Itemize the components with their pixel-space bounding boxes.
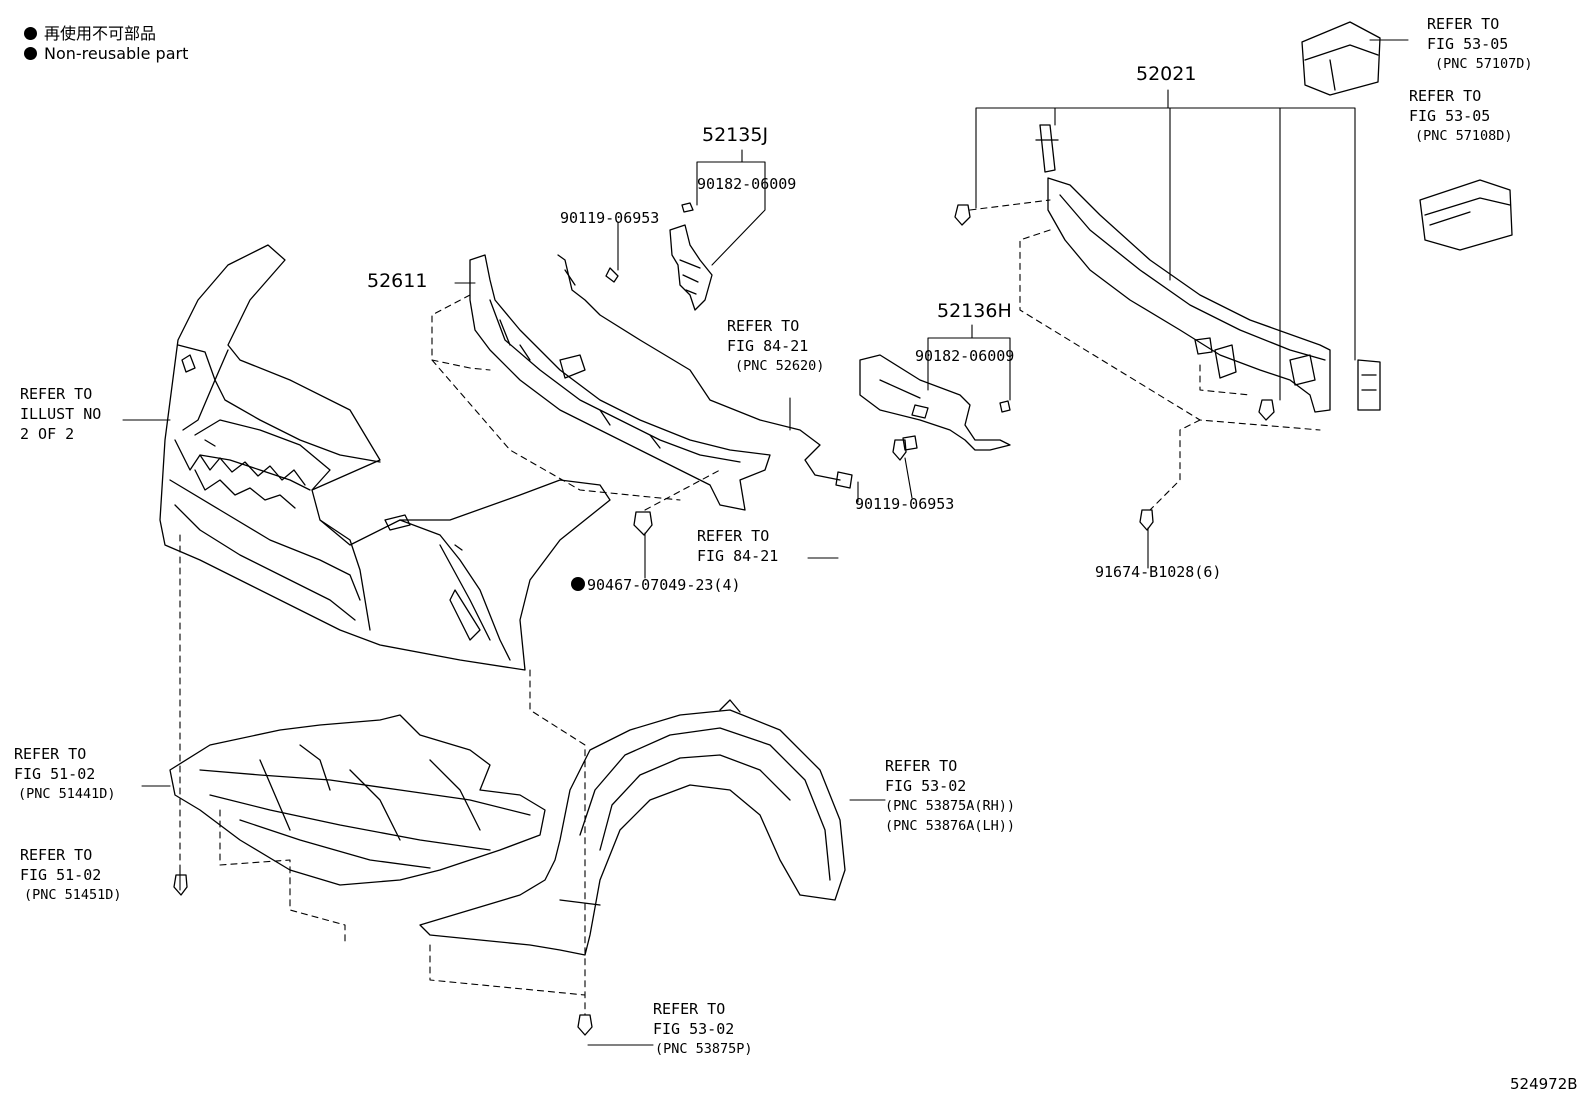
fender-liner-drawing xyxy=(419,699,846,956)
fasteners-drawing xyxy=(173,204,1275,1036)
ref-fig-51-02-51451d[interactable]: REFER TO FIG 51-02 (PNC 51451D) xyxy=(20,846,122,903)
part-number-91674-b1028[interactable]: 91674-B1028(6) xyxy=(1095,563,1222,581)
ref-fig-51-02-51441d[interactable]: REFER TO FIG 51-02 (PNC 51441D) xyxy=(14,745,116,802)
illustration-id: 524972B xyxy=(1510,1075,1578,1093)
part-number-52611[interactable]: 52611 xyxy=(367,270,428,292)
sensor-modules-drawing xyxy=(1301,21,1513,251)
reinforcement-52021-drawing xyxy=(1035,124,1381,413)
ref-fig-53-02-53875p[interactable]: REFER TO FIG 53-02 (PNC 53875P) xyxy=(653,1000,753,1057)
non-reusable-dot-icon xyxy=(24,27,37,40)
ref-fig-53-05-57108d[interactable]: REFER TO FIG 53-05 (PNC 57108D) xyxy=(1409,87,1513,144)
bracket-52135j-drawing xyxy=(557,202,853,489)
part-number-52136h[interactable]: 52136H xyxy=(937,300,1012,322)
part-number-90182-06009-lower[interactable]: 90182-06009 xyxy=(915,347,1015,365)
ref-fig-53-05-57107d[interactable]: REFER TO FIG 53-05 (PNC 57107D) xyxy=(1427,15,1533,72)
alignment-dashed-lines xyxy=(179,199,1321,1016)
part-number-90182-06009-upper[interactable]: 90182-06009 xyxy=(697,175,797,193)
ref-fig-53-02-53875a[interactable]: REFER TO FIG 53-02 (PNC 53875A(RH)) (PNC… xyxy=(885,757,1016,834)
legend-line-en: Non-reusable part xyxy=(24,44,188,63)
retainer-52611-drawing xyxy=(469,254,771,511)
bumper-cover-drawing xyxy=(159,244,611,671)
part-number-90119-06953-lower[interactable]: 90119-06953 xyxy=(855,495,955,513)
legend-line-jp: 再使用不可部品 xyxy=(24,20,156,44)
ref-fig-84-21[interactable]: REFER TO FIG 84-21 xyxy=(697,527,779,565)
non-reusable-dot-icon xyxy=(24,47,37,60)
leader-lines xyxy=(122,39,1409,1046)
non-reusable-dot-icon xyxy=(571,577,585,591)
part-number-52135j[interactable]: 52135J xyxy=(702,124,769,146)
part-number-90467-07049-23[interactable]: 90467-07049-23(4) xyxy=(571,575,741,595)
part-number-90119-06953-upper[interactable]: 90119-06953 xyxy=(560,209,660,227)
under-cover-drawing xyxy=(169,714,546,886)
ref-fig-84-21-52620[interactable]: REFER TO FIG 84-21 (PNC 52620) xyxy=(727,317,825,374)
ref-illust-2-of-2[interactable]: REFER TO ILLUST NO 2 OF 2 xyxy=(20,385,102,443)
part-number-52021[interactable]: 52021 xyxy=(1136,63,1197,85)
bracket-52136h-drawing xyxy=(859,354,1011,451)
